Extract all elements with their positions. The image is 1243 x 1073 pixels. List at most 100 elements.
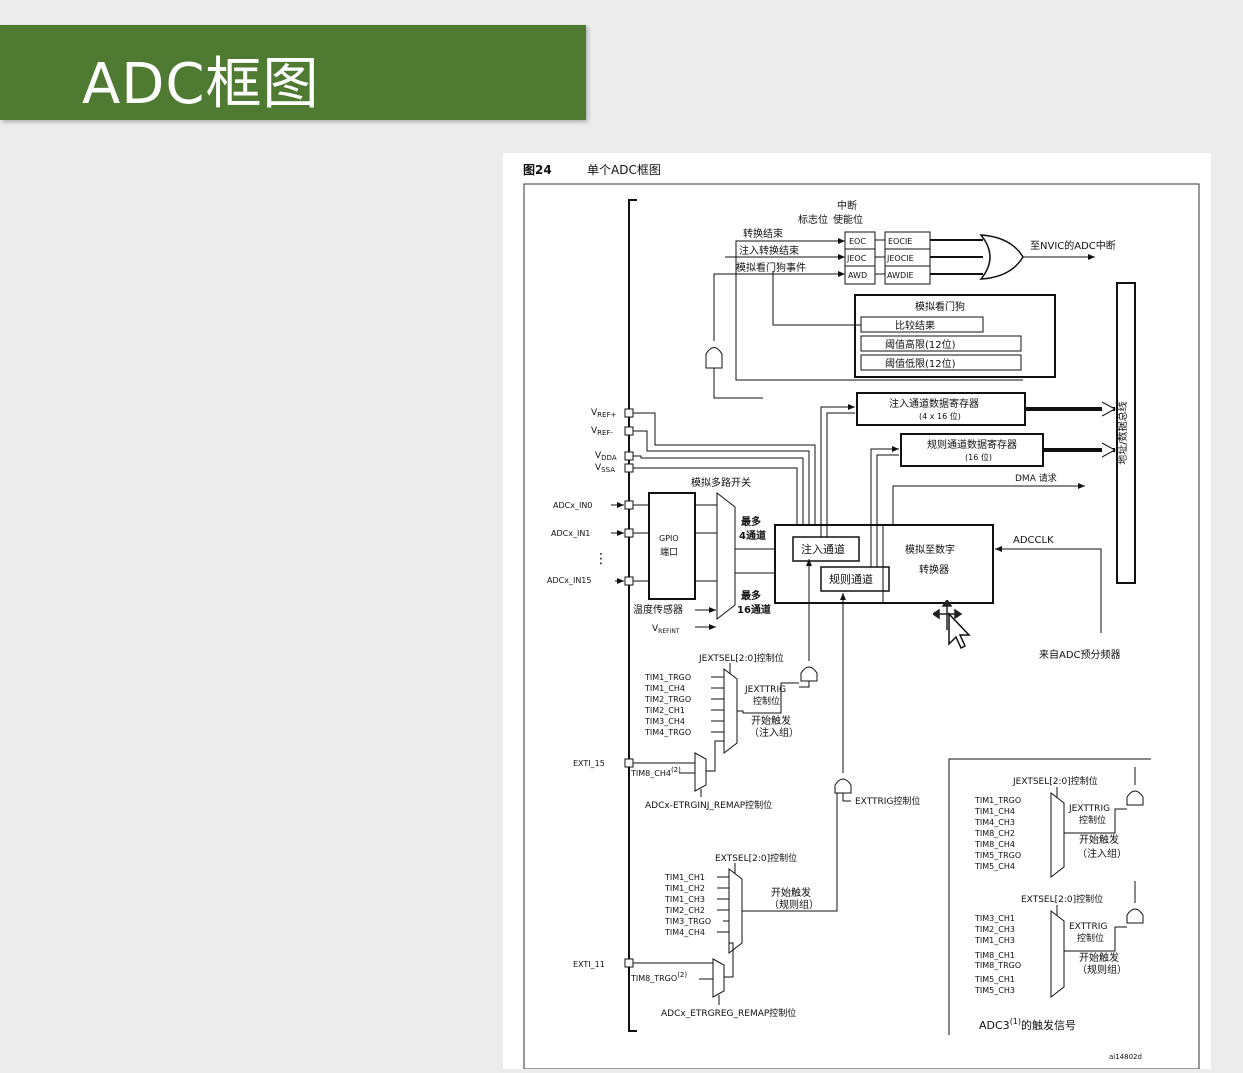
jext-remap-label: ADCx-ETRGINJ_REMAP控制位 <box>645 799 772 811</box>
slide-title-bar: ADC框图 <box>0 25 586 120</box>
flag-bits-box <box>844 231 876 285</box>
jexttrig-label-2: 控制位 <box>753 695 780 707</box>
jext-trigger-mux <box>723 667 738 755</box>
ext-remap-label: ADCx_ETRGREG_REMAP控制位 <box>661 1007 796 1019</box>
adc3-jext-input: TIM4_CH3 <box>974 818 1015 827</box>
figure-caption: 单个ADC框图 <box>587 163 661 177</box>
or-gate <box>979 234 1024 280</box>
adc3-ext-mux <box>1050 909 1065 999</box>
jexttrig-label-1: JEXTTRIG <box>744 685 786 695</box>
compare-result-label: 比较结果 <box>895 319 935 332</box>
analog-mux-label: 模拟多路开关 <box>691 476 751 489</box>
jext-input: TIM3_CH4 <box>644 717 685 726</box>
adc3-ext-input: TIM5_CH1 <box>974 975 1015 984</box>
adc3-jext-inputs: TIM1_TRGO TIM1_CH4 TIM4_CH3 TIM8_CH2 TIM… <box>974 796 1021 871</box>
ext-input: TIM4_CH4 <box>664 928 705 937</box>
awdie-bit: AWDIE <box>887 271 914 280</box>
adc3-jext-input: TIM1_TRGO <box>974 796 1021 805</box>
ext-input: TIM1_CH3 <box>664 895 705 904</box>
regular-channels-box <box>820 566 890 592</box>
ext-input: TIM1_CH1 <box>664 873 705 882</box>
ext-trigger-inputs: TIM1_CH1 TIM1_CH2 TIM1_CH3 TIM2_CH2 TIM3… <box>664 873 711 937</box>
regular-channels-label: 规则通道 <box>829 572 873 586</box>
vdda-pin: VDDA <box>595 451 617 462</box>
ext-input: TIM1_CH2 <box>664 884 705 893</box>
extsel-label: EXTSEL[2:0]控制位 <box>715 852 797 864</box>
flag-bits-label: 标志位 <box>798 213 828 226</box>
adc3-jext-input: TIM5_TRGO <box>974 851 1021 860</box>
exti15-pin: EXTI_15 <box>573 759 605 768</box>
adc-in0-pin: ADCx_IN0 <box>553 501 592 510</box>
adc3-jstart-1: 开始触发 <box>1079 833 1119 846</box>
awd-flag: AWD <box>848 271 867 280</box>
injected-data-register <box>856 392 1026 426</box>
int-enable-label-1: 中断 <box>837 199 857 212</box>
jext-start-label-1: 开始触发 <box>751 714 791 727</box>
gpio-label-2: 端口 <box>660 546 678 558</box>
jext-trigger-inputs: TIM1_TRGO TIM1_CH4 TIM2_TRGO TIM2_CH1 TI… <box>644 673 691 737</box>
exttrig-label: EXTTRIG控制位 <box>855 795 920 807</box>
jext-input: TIM4_TRGO <box>644 728 691 737</box>
awd-and-gate <box>705 347 723 369</box>
analog-mux <box>716 491 736 621</box>
regular-register-title: 规则通道数据寄存器 <box>927 438 1017 451</box>
jext-remap-mux <box>694 752 707 792</box>
adc3-jstart-2: （注入组） <box>1077 847 1127 860</box>
adc3-ext-input: TIM3_CH1 <box>974 914 1015 923</box>
document-id: ai14802d <box>1109 1053 1142 1061</box>
vref-minus-pin: VREF- <box>591 426 613 437</box>
exti11-pin: EXTI_11 <box>573 960 605 969</box>
injected-register-size: (4 x 16 位) <box>919 411 961 421</box>
adc3-jexttrig-1: JEXTTRIG <box>1068 804 1110 814</box>
adc3-jextsel-label: JEXTSEL[2:0]控制位 <box>1012 775 1098 787</box>
adc-in15-pin: ADCx_IN15 <box>547 576 591 585</box>
jext-input: TIM2_TRGO <box>644 695 691 704</box>
move-cursor-icon <box>933 600 971 650</box>
address-data-bus <box>1116 282 1136 584</box>
adc3-jext-input: TIM1_CH4 <box>974 807 1015 816</box>
ext-start-label-2: （规则组） <box>769 898 819 911</box>
vssa-pin: VSSA <box>595 463 615 474</box>
ext-remap-mux <box>712 958 725 998</box>
prescaler-label: 来自ADC预分频器 <box>1039 648 1121 661</box>
slide-title: ADC框图 <box>82 52 320 117</box>
tim8-ch4-label: TIM8_CH4(2) <box>630 766 681 778</box>
threshold-low-label: 阈值低限(12位) <box>885 357 956 370</box>
ext-start-label-1: 开始触发 <box>771 886 811 899</box>
gpio-port-box <box>648 492 696 600</box>
adc3-jext-and-gate <box>1126 790 1144 806</box>
adc-in1-pin: ADCx_IN1 <box>551 529 590 538</box>
adc3-start-1: 开始触发 <box>1079 951 1119 964</box>
threshold-high-box <box>860 335 1022 352</box>
gpio-label-1: GPIO <box>659 534 679 543</box>
watchdog-title: 模拟看门狗 <box>915 300 965 313</box>
adc3-exttrig-1: EXTTRIG <box>1069 922 1107 932</box>
adc3-ext-input: TIM1_CH3 <box>974 936 1015 945</box>
injected-channels-box <box>792 536 860 562</box>
adc-core-label-1: 模拟至数字 <box>905 543 955 556</box>
bus-label: 地址/数据总线 <box>1116 401 1129 464</box>
regular-data-register <box>900 433 1044 467</box>
vrefint-label: VREFINT <box>652 624 680 635</box>
jeoc-end-label: 注入转换结束 <box>739 244 799 257</box>
adc3-caption: ADC3(1)的触发信号 <box>979 1017 1076 1032</box>
injected-channels-label: 注入通道 <box>801 542 845 556</box>
adc3-ext-input: TIM2_CH3 <box>974 925 1015 934</box>
injected-register-title: 注入通道数据寄存器 <box>889 397 979 410</box>
adc3-jext-input: TIM5_CH4 <box>974 862 1015 871</box>
jeocie-bit: JEOCIE <box>886 254 914 263</box>
regular-register-size: (16 位) <box>965 452 992 462</box>
adc3-jext-input: TIM8_CH2 <box>974 829 1015 838</box>
figure-number: 图24 <box>523 163 552 177</box>
eoc-flag: EOC <box>849 237 866 246</box>
eoc-end-label: 转换结束 <box>743 227 783 240</box>
max4-label-2: 4通道 <box>739 529 766 542</box>
nvic-label: 至NVIC的ADC中断 <box>1030 239 1116 252</box>
int-enable-label-2: 使能位 <box>833 213 863 226</box>
threshold-high-label: 阈值高限(12位) <box>885 338 956 351</box>
adc3-extsel-label: EXTSEL[2:0]控制位 <box>1021 893 1103 905</box>
adc3-jexttrig-2: 控制位 <box>1079 814 1106 826</box>
jext-and-gate <box>800 666 818 682</box>
max16-label-2: 16通道 <box>737 603 771 616</box>
ext-input: TIM3_TRGO <box>664 917 711 926</box>
